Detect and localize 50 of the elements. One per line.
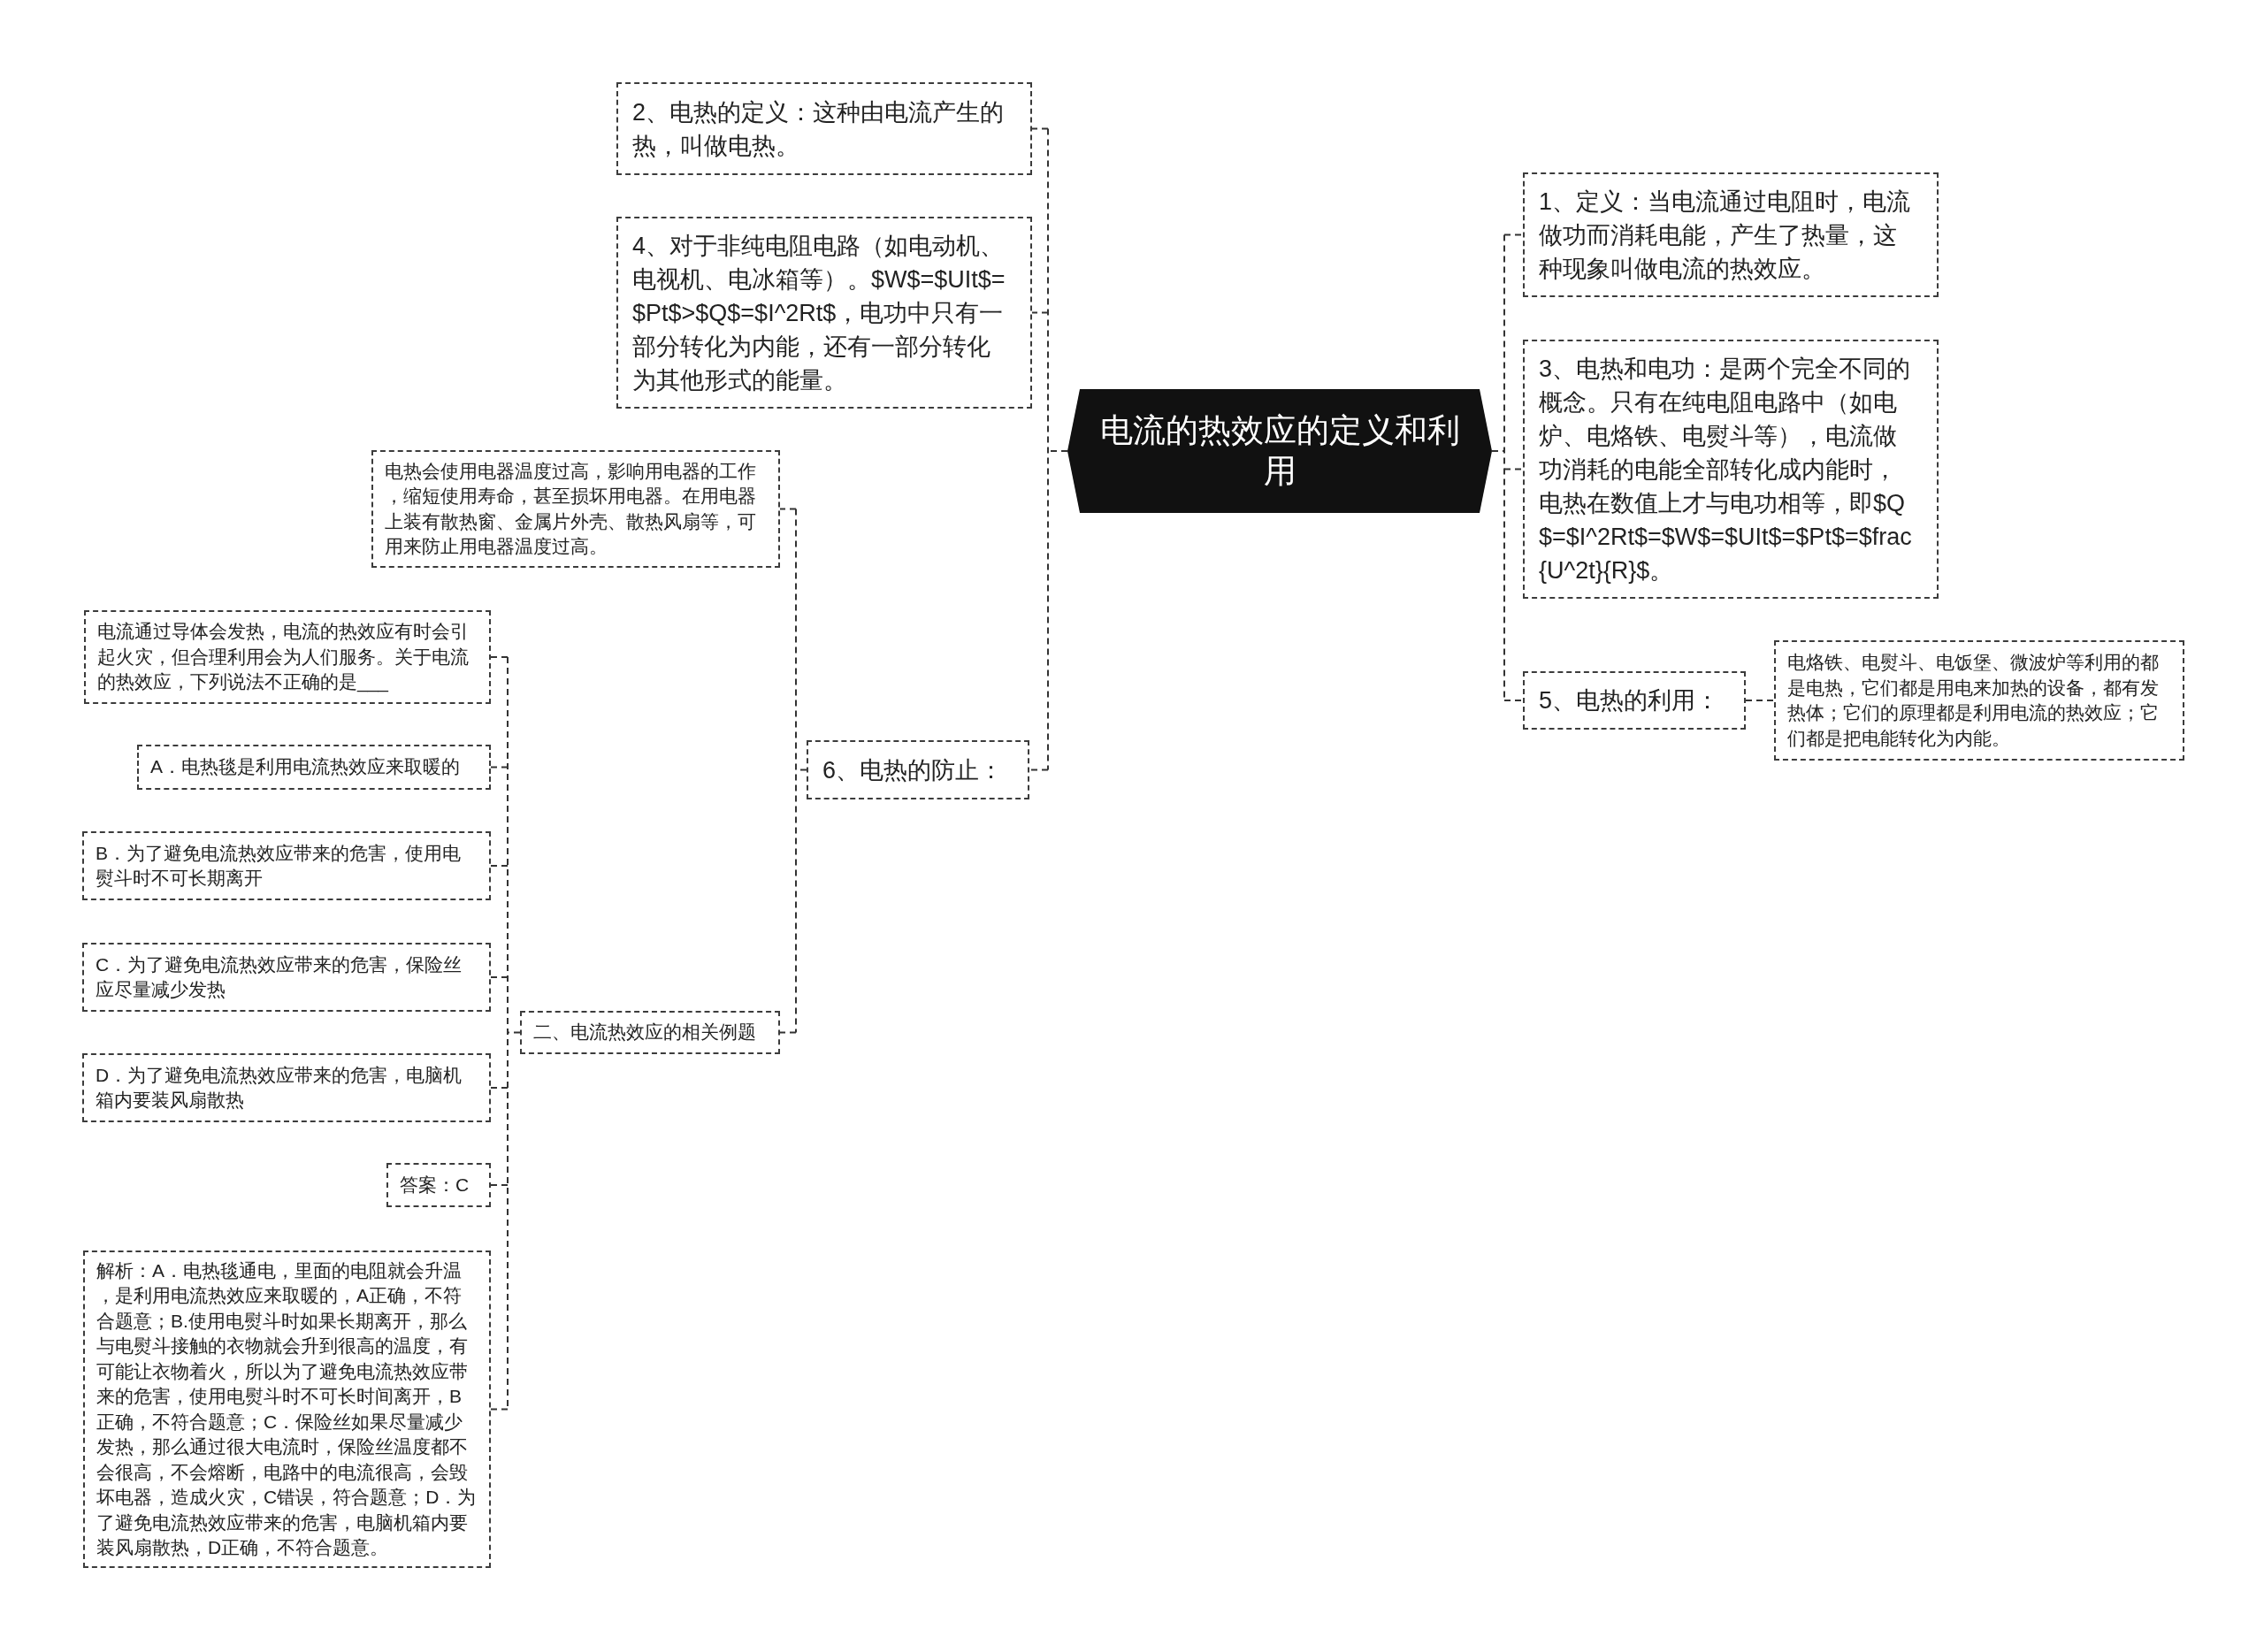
topic-box xyxy=(1523,671,1746,730)
topic-text: 4、对于非纯电阻电路（如电动机、电视机、电冰箱等）。$W$=$UIt$=$Pt$>$Q$=$I^2Rt$，电功中只有一部分转化为内能，还有一部分转化为其他形式的能量。 xyxy=(632,231,1006,395)
topic-box xyxy=(1523,172,1939,297)
topic-text: 5、电热的利用： xyxy=(1539,686,1721,715)
topic-text: A．电热毯是利用电流热效应来取暖的 xyxy=(150,755,461,779)
connector-line xyxy=(779,508,797,510)
topic-box xyxy=(616,217,1032,409)
connector-line xyxy=(490,1184,509,1186)
topic-box xyxy=(386,1163,491,1207)
topic-text: D．为了避免电流热效应带来的危害，电脑机箱内要装风扇散热 xyxy=(96,1063,463,1112)
connector-line xyxy=(1745,700,1775,701)
connector-line xyxy=(1503,233,1524,236)
connector-line xyxy=(490,656,509,658)
topic-text: 答案：C xyxy=(400,1173,470,1197)
topic-text: 6、电热的防止： xyxy=(822,755,1005,785)
connector-line xyxy=(779,1031,797,1034)
topic-text: 电烙铁、电熨斗、电饭堡、微波炉等利用的都是电热，它们都是用电来加热的设备，都有发热体；它们的原理都是利用电流的热效应；它们都是把电能转化为内能。 xyxy=(1787,651,2160,750)
connector-line xyxy=(1029,769,1049,771)
central-topic-text: 电流的热效应的定义和利用 xyxy=(1098,411,1461,491)
connector-line xyxy=(1503,468,1524,470)
topic-box xyxy=(1523,340,1939,599)
connector-line xyxy=(490,865,509,867)
connector-line xyxy=(490,1087,509,1089)
topic-text: 电流通过导体会发热，电流的热效应有时会引起火灾，但合理利用会为人们服务。关于电流的热效应，下列说法不正确的是___ xyxy=(97,620,470,694)
connector-line xyxy=(1503,700,1524,701)
topic-box xyxy=(371,450,780,568)
connector-line xyxy=(795,508,807,1034)
topic-text: 1、定义：当电流通过电阻时，电流做功而消耗电能，产生了热量，这种现象叫做电流的热效应。 xyxy=(1539,187,1912,284)
topic-text: 电热会使用电器温度过高，影响用电器的工作，缩短使用寿命，甚至损坏用电器。在用电器上装有散热窗、金属片外壳、散热风扇等，可用来防止用电器温度过高。 xyxy=(385,459,757,558)
topic-box xyxy=(807,740,1029,799)
topic-text: 2、电热的定义：这种由电流产生的热，叫做电热。 xyxy=(632,97,1006,161)
topic-box xyxy=(616,82,1032,175)
topic-text: C．为了避免电流热效应带来的危害，保险丝应尽量减少发热 xyxy=(96,952,463,1001)
connector-line xyxy=(1047,127,1068,771)
connector-line xyxy=(1031,127,1049,130)
topic-text: 3、电热和电功：是两个完全不同的概念。只有在纯电阻电路中（如电炉、电烙铁、电熨斗等），电流做功消耗的电能全部转化成内能时，电热在数值上才与电功相等，即$Q$=$I^2Rt$=$W$=$UIt$=$Pt$=$frac{U^2t}{R}$。 xyxy=(1539,354,1913,585)
connector-line xyxy=(490,766,509,769)
topic-text: 二、电流热效应的相关例题 xyxy=(533,1021,757,1044)
topic-box xyxy=(82,1053,491,1122)
topic-box xyxy=(520,1011,780,1054)
connector-line xyxy=(1031,311,1049,314)
topic-text: B．为了避免电流热效应带来的危害，使用电熨斗时不可长期离开 xyxy=(96,841,462,890)
connector-line xyxy=(490,976,509,978)
connector-line xyxy=(490,1408,509,1411)
topic-box xyxy=(82,943,491,1012)
topic-box xyxy=(84,610,491,704)
topic-text: 解析：A．电热毯通电，里面的电阻就会升温，是利用电流热效应来取暖的，A正确，不符合题意；B.使用电熨斗时如果长期离开，那么与电熨斗接触的衣物就会升到很高的温度，有可能让衣物着火，所以为了避免电流热效应带来的危害，使用电熨斗时不可长时间离开，B正确，不符合题意；C．保险丝如果尽量减少发热，那么通过很大电流时，保险丝温度都不会很高，不会熔断，电路中的电流很高，会毁坏电器，造成火灾，C错误，符合题意；D．为了避免电流热效应带来的危害，电脑机箱内要装风扇散热，D正确，不符合题意。 xyxy=(96,1258,477,1559)
topic-box xyxy=(82,831,491,900)
topic-box xyxy=(137,745,491,790)
topic-box xyxy=(1774,640,2184,761)
